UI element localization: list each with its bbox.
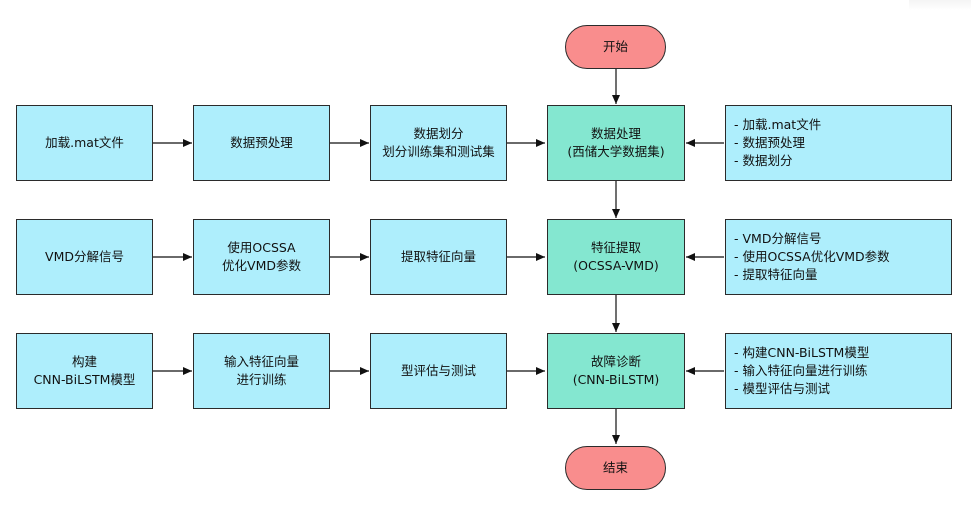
note-item: 使用OCSSA优化VMD参数 xyxy=(734,248,889,266)
center-subtitle: (CNN-BiLSTM) xyxy=(572,372,660,387)
step-label: 输入特征向量 xyxy=(223,354,299,369)
note-fault-diagnosis: 构建CNN-BiLSTM模型 输入特征向量进行训练 模型评估与测试 xyxy=(725,333,952,409)
step-train: 输入特征向量 进行训练 xyxy=(193,333,330,409)
step-build-model: 构建 CNN-BiLSTM模型 xyxy=(16,333,153,409)
note-item: 加载.mat文件 xyxy=(734,116,821,134)
step-extract: 提取特征向量 xyxy=(370,219,507,295)
center-title: 特征提取 xyxy=(590,240,641,255)
note-item: 输入特征向量进行训练 xyxy=(734,362,867,380)
step-preprocess: 数据预处理 xyxy=(193,105,330,181)
start-label: 开始 xyxy=(602,39,628,54)
center-subtitle: (西储大学数据集) xyxy=(567,144,665,159)
step-label: 型评估与测试 xyxy=(400,363,476,378)
step-label: 构建 xyxy=(71,354,97,369)
step-label: VMD分解信号 xyxy=(45,249,124,264)
step-load-mat: 加载.mat文件 xyxy=(16,105,153,181)
note-item: 数据预处理 xyxy=(734,134,805,152)
start-node: 开始 xyxy=(565,25,666,69)
note-item: 提取特征向量 xyxy=(734,266,817,284)
step-evaluate: 型评估与测试 xyxy=(370,333,507,409)
end-node: 结束 xyxy=(565,446,666,490)
center-subtitle: (OCSSA-VMD) xyxy=(573,258,659,273)
step-label: 加载.mat文件 xyxy=(45,135,124,150)
step-label: 提取特征向量 xyxy=(400,249,476,264)
step-label: 使用OCSSA xyxy=(227,240,296,255)
center-feature-extraction: 特征提取 (OCSSA-VMD) xyxy=(547,219,685,295)
step-label: CNN-BiLSTM模型 xyxy=(33,372,136,387)
step-label: 优化VMD参数 xyxy=(222,258,301,273)
end-label: 结束 xyxy=(602,460,628,475)
note-data-processing: 加载.mat文件 数据预处理 数据划分 xyxy=(725,105,952,181)
step-split: 数据划分 划分训练集和测试集 xyxy=(370,105,507,181)
window-corner-shadow xyxy=(909,0,971,10)
note-item: 模型评估与测试 xyxy=(734,380,830,398)
note-item: VMD分解信号 xyxy=(734,230,821,248)
center-fault-diagnosis: 故障诊断 (CNN-BiLSTM) xyxy=(547,333,685,409)
step-ocssa: 使用OCSSA 优化VMD参数 xyxy=(193,219,330,295)
center-title: 故障诊断 xyxy=(590,354,641,369)
step-label: 划分训练集和测试集 xyxy=(382,144,495,159)
step-label: 数据预处理 xyxy=(230,135,293,150)
step-label: 进行训练 xyxy=(236,372,287,387)
note-item: 数据划分 xyxy=(734,152,792,170)
step-label: 数据划分 xyxy=(413,126,464,141)
note-item: 构建CNN-BiLSTM模型 xyxy=(734,344,869,362)
center-title: 数据处理 xyxy=(590,126,641,141)
step-vmd: VMD分解信号 xyxy=(16,219,153,295)
center-data-processing: 数据处理 (西储大学数据集) xyxy=(547,105,685,181)
note-feature-extraction: VMD分解信号 使用OCSSA优化VMD参数 提取特征向量 xyxy=(725,219,952,295)
